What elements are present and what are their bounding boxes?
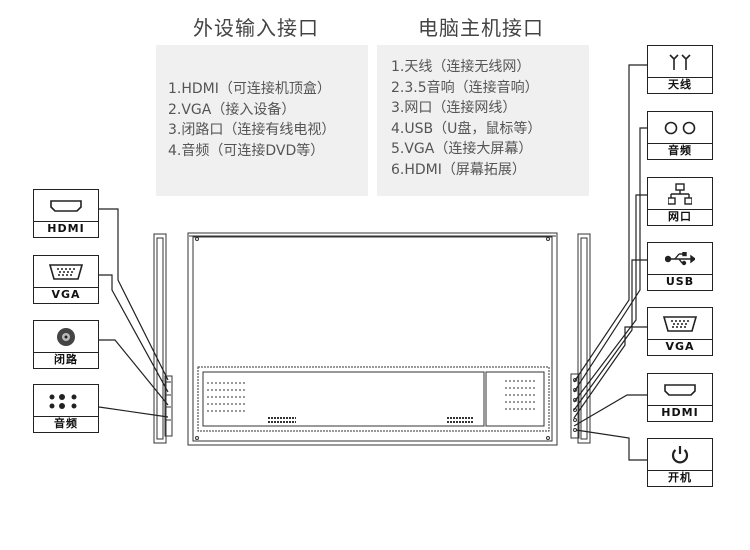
port-label: 音频 — [54, 417, 78, 430]
left-edge-view — [153, 233, 173, 444]
list-item: 1.HDMI（可连接机顶盒） — [168, 81, 331, 97]
list-item: 1.天线（连接无线网） — [391, 59, 531, 75]
port-label: VGA — [51, 288, 81, 301]
hdmi-icon — [34, 190, 98, 222]
port-coax-left: 闭路 — [33, 320, 99, 369]
list-item: 4.音频（可连接DVD等） — [168, 142, 325, 159]
list-item: 5.VGA（连接大屏幕） — [391, 141, 533, 157]
antenna-icon — [648, 46, 712, 78]
vga-icon — [648, 308, 712, 340]
heading-peripheral-inputs: 外设输入接口 — [193, 16, 319, 40]
list-item: 6.HDMI（屏幕拓展） — [391, 161, 526, 178]
vga-icon — [34, 256, 98, 288]
hdmi-icon — [648, 374, 712, 406]
port-audio-right: 音频 — [647, 111, 713, 160]
port-hdmi-left: HDMI — [33, 189, 99, 238]
port-vga-left: VGA — [33, 255, 99, 304]
port-label: HDMI — [47, 222, 85, 235]
heading-pc-ports: 电脑主机接口 — [418, 16, 544, 40]
port-network: 网口 — [647, 177, 713, 226]
port-label: 网口 — [668, 210, 692, 223]
port-label: VGA — [665, 340, 695, 353]
list-item: 4.USB（U盘，鼠标等） — [391, 120, 542, 137]
tv-back-panel — [187, 232, 558, 446]
port-label: 开机 — [668, 471, 692, 484]
list-item: 3.闭路口（连接有线电视） — [168, 122, 336, 138]
port-audio-left: 音频 — [33, 384, 99, 433]
port-usb: USB — [647, 242, 713, 291]
port-antenna: 天线 — [647, 45, 713, 94]
list-item: 2.VGA（接入设备） — [168, 101, 296, 118]
port-label: 闭路 — [54, 353, 78, 366]
audio-jacks-icon — [34, 385, 98, 417]
port-label: HDMI — [661, 406, 699, 419]
port-vga-right: VGA — [647, 307, 713, 356]
pc-ports-panel: 1.天线（连接无线网） 2.3.5音响（连接音响） 3.网口（连接网线） 4.U… — [377, 45, 589, 196]
list-item: 2.3.5音响（连接音响） — [391, 79, 539, 96]
left-connector-lines — [98, 208, 169, 418]
port-label: 天线 — [668, 78, 692, 91]
right-edge-view — [570, 233, 591, 444]
port-label: USB — [665, 275, 695, 288]
usb-icon — [648, 243, 712, 275]
coax-icon — [34, 321, 98, 353]
list-item: 3.网口（连接网线） — [391, 100, 517, 116]
port-hdmi-right: HDMI — [647, 373, 713, 422]
port-label: 音频 — [668, 144, 692, 157]
peripheral-inputs-panel: 1.HDMI（可连接机顶盒） 2.VGA（接入设备） 3.闭路口（连接有线电视）… — [156, 45, 368, 196]
network-icon — [648, 178, 712, 210]
right-connector-lines — [573, 64, 647, 461]
power-icon — [648, 439, 712, 471]
port-power: 开机 — [647, 438, 713, 487]
audio-icon — [648, 112, 712, 144]
